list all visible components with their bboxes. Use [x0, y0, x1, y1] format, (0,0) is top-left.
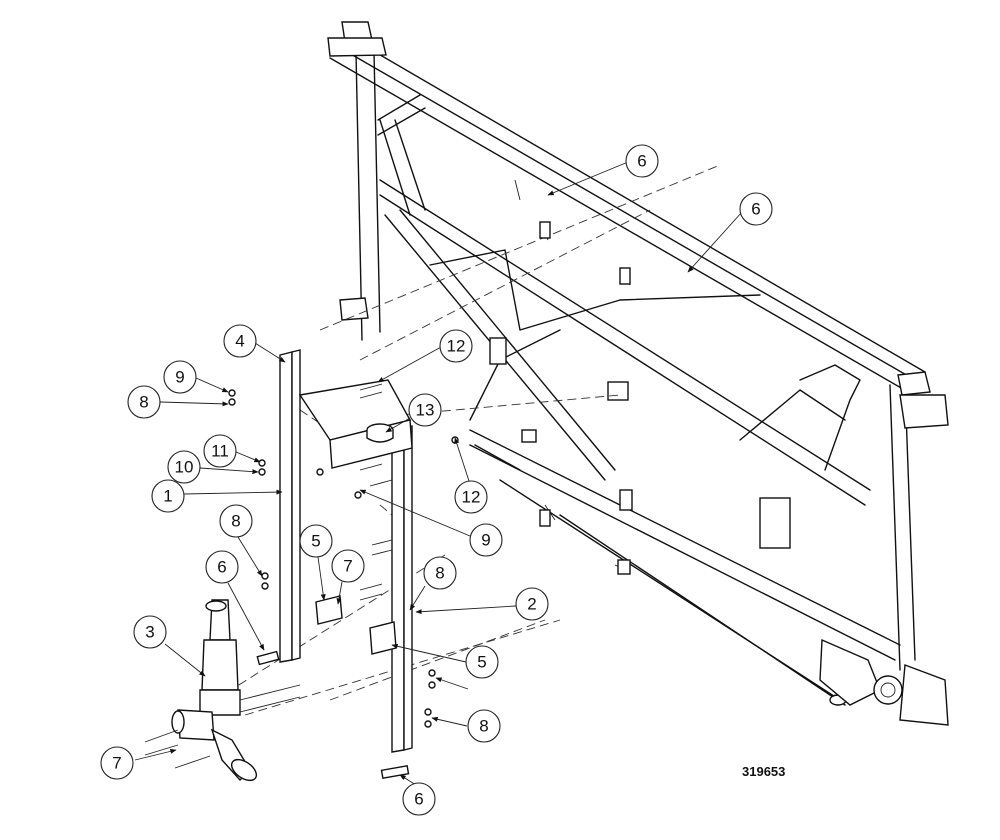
- callout-13: 13: [408, 393, 442, 427]
- callout-10: 10: [167, 450, 201, 484]
- callout-6-c: 6: [205, 550, 239, 584]
- callout-9-b: 9: [469, 523, 503, 557]
- mount-bracket-assembly: [144, 221, 631, 782]
- svg-text:6: 6: [751, 200, 760, 219]
- svg-text:7: 7: [343, 557, 352, 576]
- svg-text:12: 12: [447, 337, 466, 356]
- callout-1: 1: [151, 479, 185, 513]
- svg-text:8: 8: [139, 393, 148, 412]
- svg-text:9: 9: [175, 368, 184, 387]
- callout-4: 4: [223, 324, 257, 358]
- svg-text:8: 8: [231, 512, 240, 531]
- callout-7-a: 7: [331, 549, 365, 583]
- callout-9-a: 9: [163, 360, 197, 394]
- svg-text:8: 8: [435, 564, 444, 583]
- svg-text:9: 9: [481, 531, 490, 550]
- callout-6-a: 6: [625, 144, 659, 178]
- svg-text:6: 6: [217, 558, 226, 577]
- svg-text:10: 10: [175, 458, 194, 477]
- callout-5-a: 5: [299, 524, 333, 558]
- svg-text:4: 4: [235, 332, 244, 351]
- svg-text:5: 5: [477, 653, 486, 672]
- callout-2: 2: [515, 587, 549, 621]
- svg-text:11: 11: [211, 442, 229, 461]
- callout-8-b: 8: [219, 504, 253, 538]
- drawing-number: 319653: [742, 764, 786, 779]
- svg-text:2: 2: [527, 595, 536, 614]
- svg-text:12: 12: [462, 488, 481, 507]
- svg-text:5: 5: [311, 532, 320, 551]
- callout-12-a: 12: [439, 329, 473, 363]
- boom-frame: [327, 21, 949, 726]
- callout-6-d: 6: [402, 782, 436, 816]
- callout-11: 11: [203, 434, 237, 468]
- callout-12-b: 12: [454, 480, 488, 514]
- callout-5-b: 5: [465, 645, 499, 679]
- svg-text:8: 8: [479, 717, 488, 736]
- svg-text:1: 1: [163, 487, 172, 506]
- callout-8-a: 8: [127, 385, 161, 419]
- svg-text:6: 6: [637, 152, 646, 171]
- callout-8-c: 8: [423, 556, 457, 590]
- callout-8-d: 8: [467, 709, 501, 743]
- callout-7-b: 7: [100, 746, 134, 780]
- svg-text:7: 7: [112, 754, 121, 773]
- svg-text:3: 3: [145, 623, 154, 642]
- svg-text:13: 13: [416, 401, 435, 420]
- callout-leaders: [134, 161, 743, 786]
- callout-3: 3: [133, 615, 167, 649]
- callout-6-b: 6: [739, 192, 773, 226]
- svg-text:6: 6: [414, 790, 423, 809]
